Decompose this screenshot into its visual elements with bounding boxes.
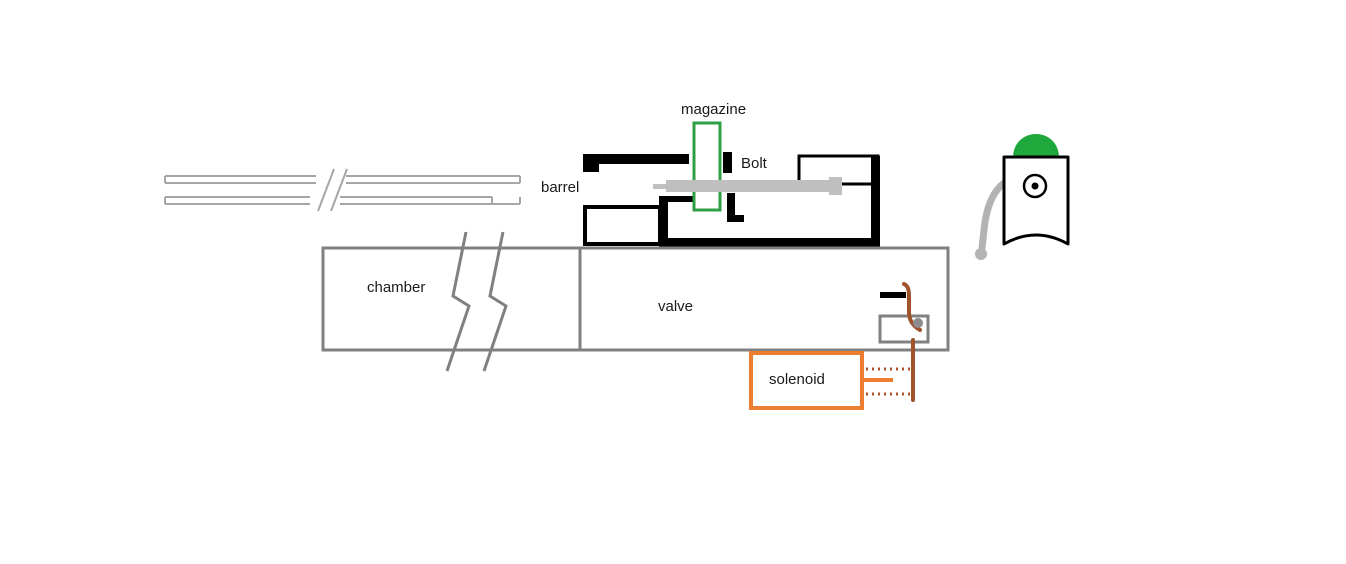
label-barrel: barrel — [541, 179, 579, 196]
receiver-top-rail-lip — [583, 164, 599, 172]
label-chamber: chamber — [367, 279, 425, 296]
wire-terminal-dot — [913, 318, 923, 328]
gauge-center-dot — [1031, 182, 1039, 190]
green-dome — [1013, 134, 1059, 158]
receiver-top-rail — [583, 154, 689, 164]
bolt-main — [666, 180, 836, 192]
label-solenoid: solenoid — [769, 371, 825, 388]
barrel-tube — [164, 175, 521, 205]
regulator-assembly — [975, 134, 1070, 260]
receiver-mag-catch — [723, 152, 732, 173]
label-bolt: Bolt — [741, 155, 768, 172]
hose-end-dot — [975, 248, 987, 260]
magazine-outline — [692, 121, 722, 212]
chamber-valve-body — [321, 246, 950, 352]
receiver-front-block — [583, 205, 662, 246]
receiver-sear-foot — [727, 215, 744, 222]
chamber-break-marks — [445, 231, 508, 372]
receiver-body — [583, 152, 880, 247]
bolt-bar — [653, 177, 842, 195]
receiver-mid-post — [659, 196, 668, 247]
pilot-valve-box — [878, 314, 930, 344]
receiver-bottom-bar — [659, 238, 880, 247]
barrel-break-marks — [317, 168, 348, 212]
receiver-sear-post — [727, 193, 735, 222]
bolt-rear-cap — [829, 177, 842, 195]
valve-port-line — [880, 292, 906, 298]
solenoid-dotted-signal-lines — [866, 367, 914, 396]
regulator-body — [1002, 155, 1070, 246]
receiver-right-wall — [871, 156, 880, 247]
receiver-mag-ledge — [668, 196, 695, 202]
label-magazine: magazine — [681, 101, 746, 118]
label-valve: valve — [658, 298, 693, 315]
